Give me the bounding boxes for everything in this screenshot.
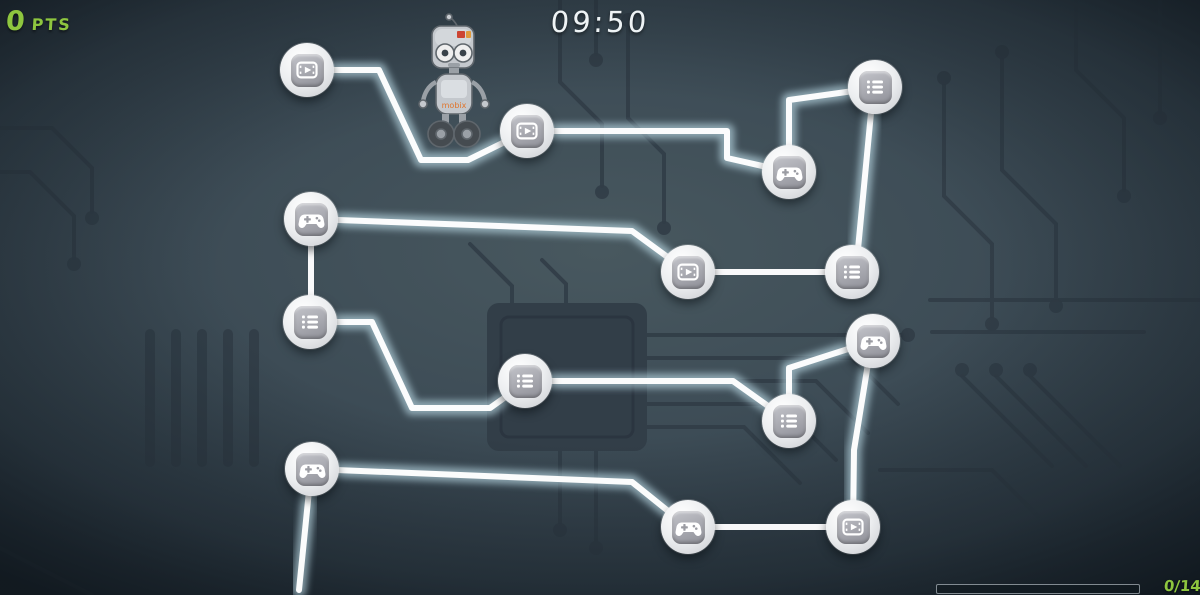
robot-orange-chip [466, 31, 471, 38]
video-icon [836, 510, 870, 544]
timer-display: 09:50 [549, 5, 651, 39]
board-node-gamepad[interactable] [762, 145, 816, 199]
board-node-video[interactable] [826, 500, 880, 554]
progress-text: 0/14 [1163, 577, 1200, 595]
wire-segment [517, 373, 797, 429]
board-node-gamepad[interactable] [284, 192, 338, 246]
list-icon [508, 364, 542, 398]
board-node-video[interactable] [280, 43, 334, 97]
gamepad-icon [294, 202, 328, 236]
gamepad-icon [671, 510, 705, 544]
list-icon [858, 70, 892, 104]
wire-segment [307, 319, 528, 411]
wire-segment [304, 67, 530, 163]
board-node-gamepad[interactable] [285, 442, 339, 496]
list-icon [835, 255, 869, 289]
board-node-list[interactable] [825, 245, 879, 299]
board-node-list[interactable] [848, 60, 902, 114]
robot-arm-right [470, 79, 488, 103]
board-node-list[interactable] [498, 354, 552, 408]
video-icon [510, 114, 544, 148]
gamepad-icon [295, 452, 329, 486]
list-icon [293, 305, 327, 339]
robot-mouth [448, 63, 460, 67]
board-node-gamepad[interactable] [846, 314, 900, 368]
board-node-video[interactable] [500, 104, 554, 158]
progress-bar [936, 584, 1140, 594]
wire-segment [853, 89, 876, 273]
robot-red-chip [457, 31, 465, 38]
board-node-video[interactable] [661, 245, 715, 299]
board-node-list[interactable] [283, 295, 337, 349]
wire-segment [524, 128, 792, 175]
gamepad-icon [856, 324, 890, 358]
score-value: 0 [4, 6, 27, 37]
gamepad-icon [772, 155, 806, 189]
list-icon [772, 404, 806, 438]
video-icon [671, 255, 705, 289]
board-node-list[interactable] [762, 394, 816, 448]
video-icon [290, 53, 324, 87]
score-unit: PTS [30, 15, 73, 34]
board-node-gamepad[interactable] [661, 500, 715, 554]
robot-character: mobix [418, 13, 490, 148]
wire-segment [302, 314, 533, 416]
robot-arm-left [420, 79, 438, 103]
robot-label: mobix [442, 101, 467, 110]
